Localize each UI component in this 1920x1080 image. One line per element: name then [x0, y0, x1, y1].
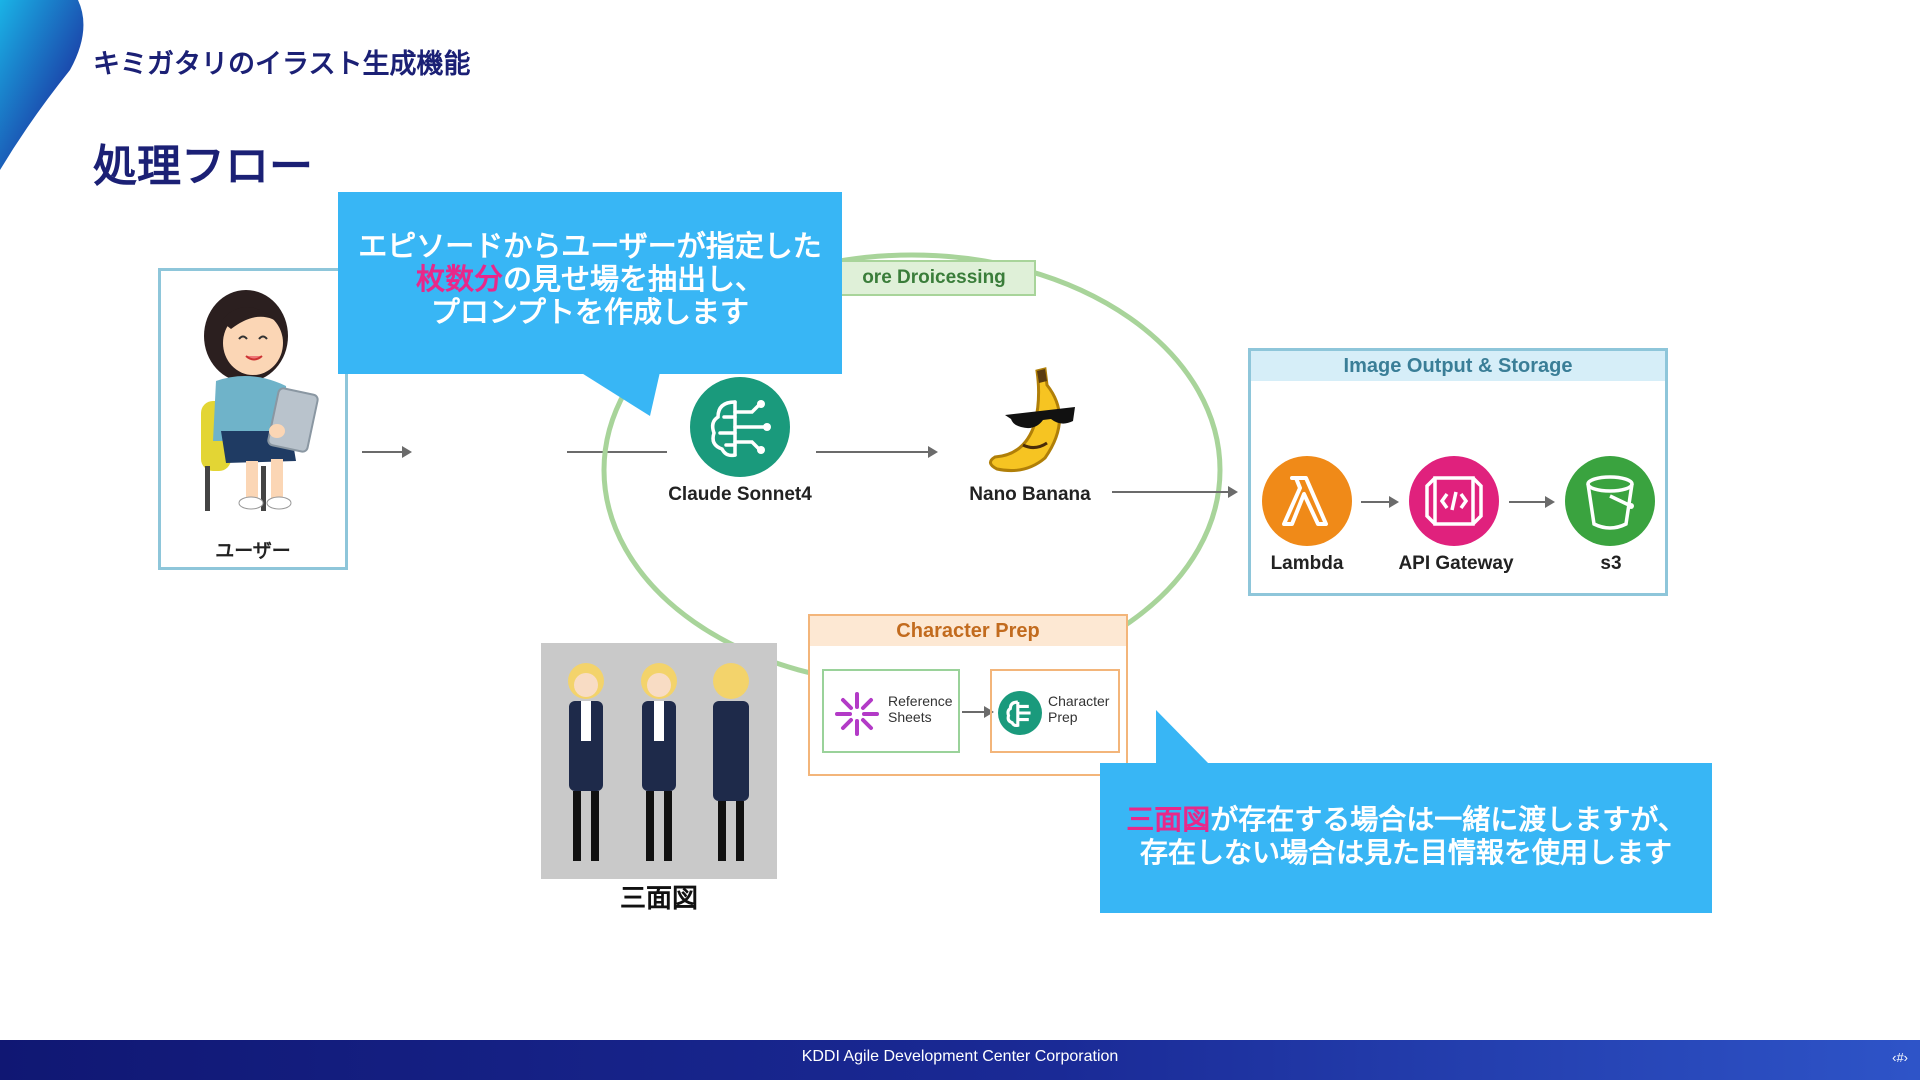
api-gateway-label: API Gateway	[1398, 553, 1514, 574]
user-illustration	[201, 290, 319, 511]
nano-label: Nano Banana	[969, 484, 1091, 505]
character-prep-brain-icon	[998, 691, 1042, 735]
arrow-nano-to-output	[1112, 486, 1238, 498]
callout-bottom-highlight: 三面図	[1126, 803, 1211, 836]
callout-top-line1: エピソードからユーザーが指定した	[358, 229, 822, 263]
callout-top-line2: 枚数分の見せ場を抽出し、	[338, 263, 842, 296]
page-number: ‹#›	[1892, 1050, 1908, 1065]
output-storage-title: Image Output & Storage	[1251, 351, 1665, 381]
line-into-claude	[567, 451, 667, 453]
claude-label: Claude Sonnet4	[668, 484, 812, 505]
callout-top-line3: プロンプトを作成します	[430, 295, 750, 329]
callout-bottom-line2: 存在しない場合は見た目情報を使用します	[1139, 836, 1672, 869]
character-prep-box: Character Prep Reference Sheets Characte…	[808, 614, 1128, 776]
processing-ellipse	[601, 252, 1223, 685]
three-view-characters	[568, 663, 749, 861]
user-label: ユーザー	[215, 540, 291, 562]
brain-chip-icon	[710, 400, 771, 458]
corner-decoration	[0, 0, 84, 170]
claude-node	[690, 377, 790, 477]
callout-bottom-tail	[1156, 710, 1210, 765]
output-storage-box: Image Output & Storage Lambda API Gatewa…	[1248, 348, 1668, 596]
reference-sheets-card: Reference Sheets	[822, 669, 960, 753]
character-prep-card: Character Prep	[990, 669, 1120, 753]
callout-top-highlight: 枚数分	[415, 262, 503, 296]
callout-bottom: 三面図が存在する場合は一緒に渡しますが、 存在しない場合は見た目情報を使用します	[1100, 763, 1712, 913]
reference-sheets-label: Reference Sheets	[888, 693, 953, 725]
callout-top-line2-rest: の見せ場を抽出し、	[503, 262, 765, 296]
callout-bottom-line1-rest: が存在する場合は一緒に渡しますが、	[1210, 803, 1686, 836]
lambda-icon	[1262, 456, 1352, 546]
arrow-claude-to-nano	[816, 446, 938, 458]
s3-bucket-icon	[1565, 456, 1655, 546]
lambda-label: Lambda	[1270, 553, 1344, 574]
arrow-reference-to-prep	[962, 706, 994, 718]
character-prep-title: Character Prep	[810, 616, 1126, 646]
banana-icon	[989, 367, 1075, 473]
user-box: ユーザー	[158, 268, 348, 570]
callout-top: エピソードからユーザーが指定した 枚数分の見せ場を抽出し、 プロンプトを作成しま…	[338, 192, 842, 374]
character-prep-label: Character Prep	[1048, 693, 1110, 725]
callout-top-tail	[580, 372, 660, 416]
page-subtitle: キミガタリのイラスト生成機能	[93, 49, 471, 80]
arrow-user-to-flow	[362, 446, 412, 458]
three-view-label: 三面図	[619, 884, 698, 914]
page-title: 処理フロー	[93, 141, 313, 192]
sparkle-icon	[835, 692, 879, 736]
callout-bottom-line1: 三面図が存在する場合は一緒に渡しますが、	[1100, 803, 1712, 836]
s3-label: s3	[1600, 553, 1622, 574]
footer-company: KDDI Agile Development Center Corporatio…	[801, 1048, 1119, 1065]
footer-bar	[0, 1040, 1920, 1080]
three-view-image	[541, 643, 777, 879]
preprocessing-label: ore Droicessing	[832, 260, 1036, 296]
api-gateway-icon	[1409, 456, 1499, 546]
arrow-gateway-to-s3	[1509, 496, 1555, 508]
arrow-lambda-to-gateway	[1361, 496, 1399, 508]
